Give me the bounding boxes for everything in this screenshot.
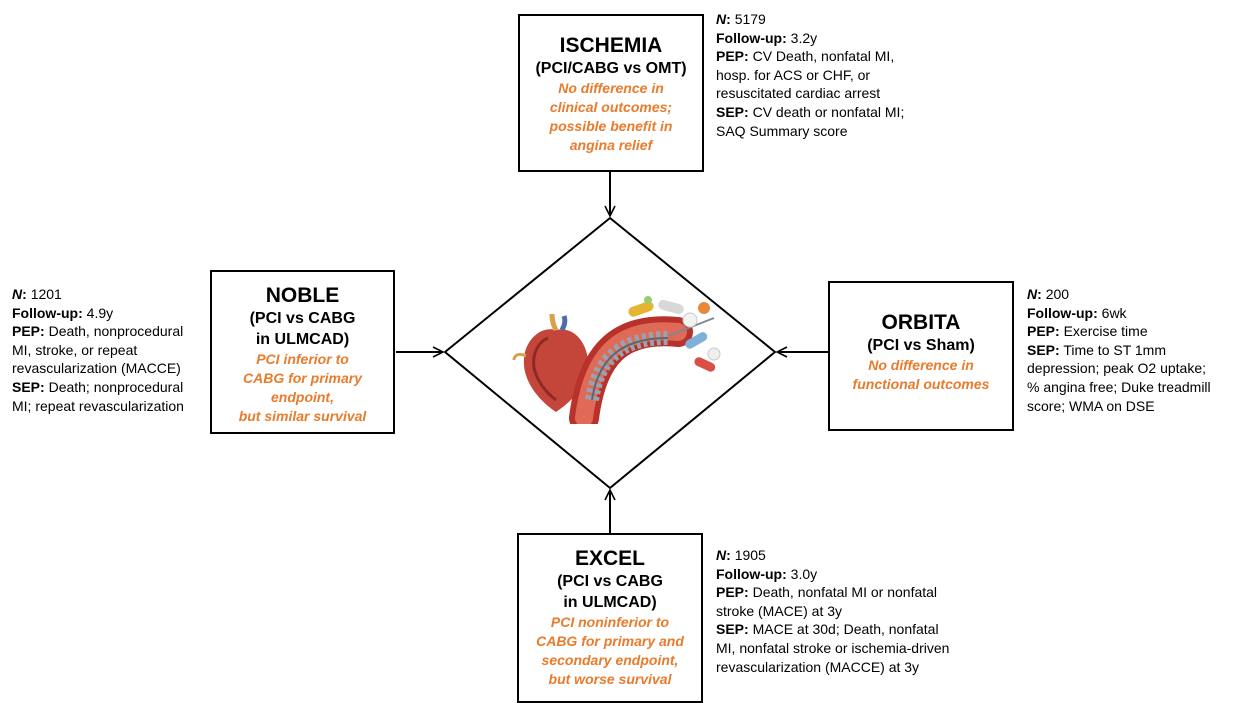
pep-value: Exercise time — [1063, 323, 1148, 340]
trial-name: ISCHEMIA — [559, 34, 663, 57]
trial-result: PCI noninferior to CABG for primary and … — [536, 614, 684, 687]
followup-value: 4.9y — [86, 304, 114, 321]
heart-icon — [512, 313, 589, 412]
trial-info-excel: N: 1905 Follow-up: 3.0y PEP: Death, nonf… — [716, 547, 950, 675]
pep-value: CV Death, nonfatal MI, hosp. for ACS or … — [716, 48, 895, 102]
sep-label: SEP: — [716, 621, 749, 638]
trial-info-noble: N: 1201 Follow-up: 4.9y PEP: Death, nonp… — [12, 286, 184, 414]
pep-label: PEP: — [1027, 323, 1060, 340]
sep-value: Death; nonprocedural MI; repeat revascul… — [12, 378, 184, 414]
trial-name: EXCEL — [574, 547, 645, 570]
trial-result: PCI inferior to CABG for primary endpoin… — [238, 351, 367, 424]
pep-value: Death, nonprocedural MI, stroke, or repe… — [12, 323, 184, 377]
pep-label: PEP: — [716, 584, 749, 601]
n-label: N — [716, 547, 727, 563]
trial-box-orbita: ORBITA (PCI vs Sham) No difference in fu… — [828, 281, 1014, 431]
n-value: 200 — [1045, 286, 1070, 302]
sep-label: SEP: — [716, 103, 749, 120]
trial-comparison: (PCI/CABG vs OMT) — [535, 60, 687, 77]
sep-label: SEP: — [12, 378, 45, 395]
trial-info-ischemia: N: 5179 Follow-up: 3.2y PEP: CV Death, n… — [716, 11, 905, 139]
n-label: N — [12, 286, 23, 302]
trial-box-noble: NOBLE (PCI vs CABG in ULMCAD) PCI inferi… — [210, 270, 395, 434]
followup-label: Follow-up: — [1027, 304, 1098, 321]
stent-icon — [569, 316, 715, 424]
n-value: 1905 — [734, 547, 766, 563]
followup-label: Follow-up: — [12, 304, 83, 321]
followup-value: 6wk — [1101, 304, 1127, 321]
sep-label: SEP: — [1027, 341, 1060, 358]
pep-label: PEP: — [12, 323, 45, 340]
followup-value: 3.2y — [790, 29, 818, 46]
central-diamond — [443, 216, 777, 490]
sep-value: Time to ST 1mm depression; peak O2 uptak… — [1027, 341, 1211, 414]
followup-label: Follow-up: — [716, 29, 787, 46]
trial-comparison: (PCI vs CABG in ULMCAD) — [557, 573, 663, 611]
pep-label: PEP: — [716, 48, 749, 65]
trial-name: ORBITA — [881, 311, 961, 334]
n-label: N — [716, 11, 727, 27]
trial-result: No difference in clinical outcomes; poss… — [549, 80, 673, 153]
heart-stent-pills-illustration — [512, 296, 721, 424]
n-value: 1201 — [30, 286, 62, 302]
trial-comparison: (PCI vs Sham) — [867, 337, 975, 354]
n-value: 5179 — [734, 11, 766, 27]
pills-icon — [628, 296, 721, 372]
trial-box-ischemia: ISCHEMIA (PCI/CABG vs OMT) No difference… — [518, 14, 704, 172]
sep-value: CV death or nonfatal MI; SAQ Summary sco… — [716, 103, 905, 139]
followup-value: 3.0y — [790, 565, 818, 582]
trial-box-excel: EXCEL (PCI vs CABG in ULMCAD) PCI noninf… — [517, 533, 703, 703]
sep-value: MACE at 30d; Death, nonfatal MI, nonfata… — [716, 621, 950, 675]
n-label: N — [1027, 286, 1038, 302]
pep-value: Death, nonfatal MI or nonfatal stroke (M… — [716, 584, 938, 619]
trial-result: No difference in functional outcomes — [852, 357, 990, 392]
trial-info-orbita: N: 200 Follow-up: 6wk PEP: Exercise time… — [1027, 286, 1211, 414]
trial-comparison: (PCI vs CABG in ULMCAD) — [249, 310, 356, 348]
trial-name: NOBLE — [265, 284, 340, 307]
followup-label: Follow-up: — [716, 565, 787, 582]
